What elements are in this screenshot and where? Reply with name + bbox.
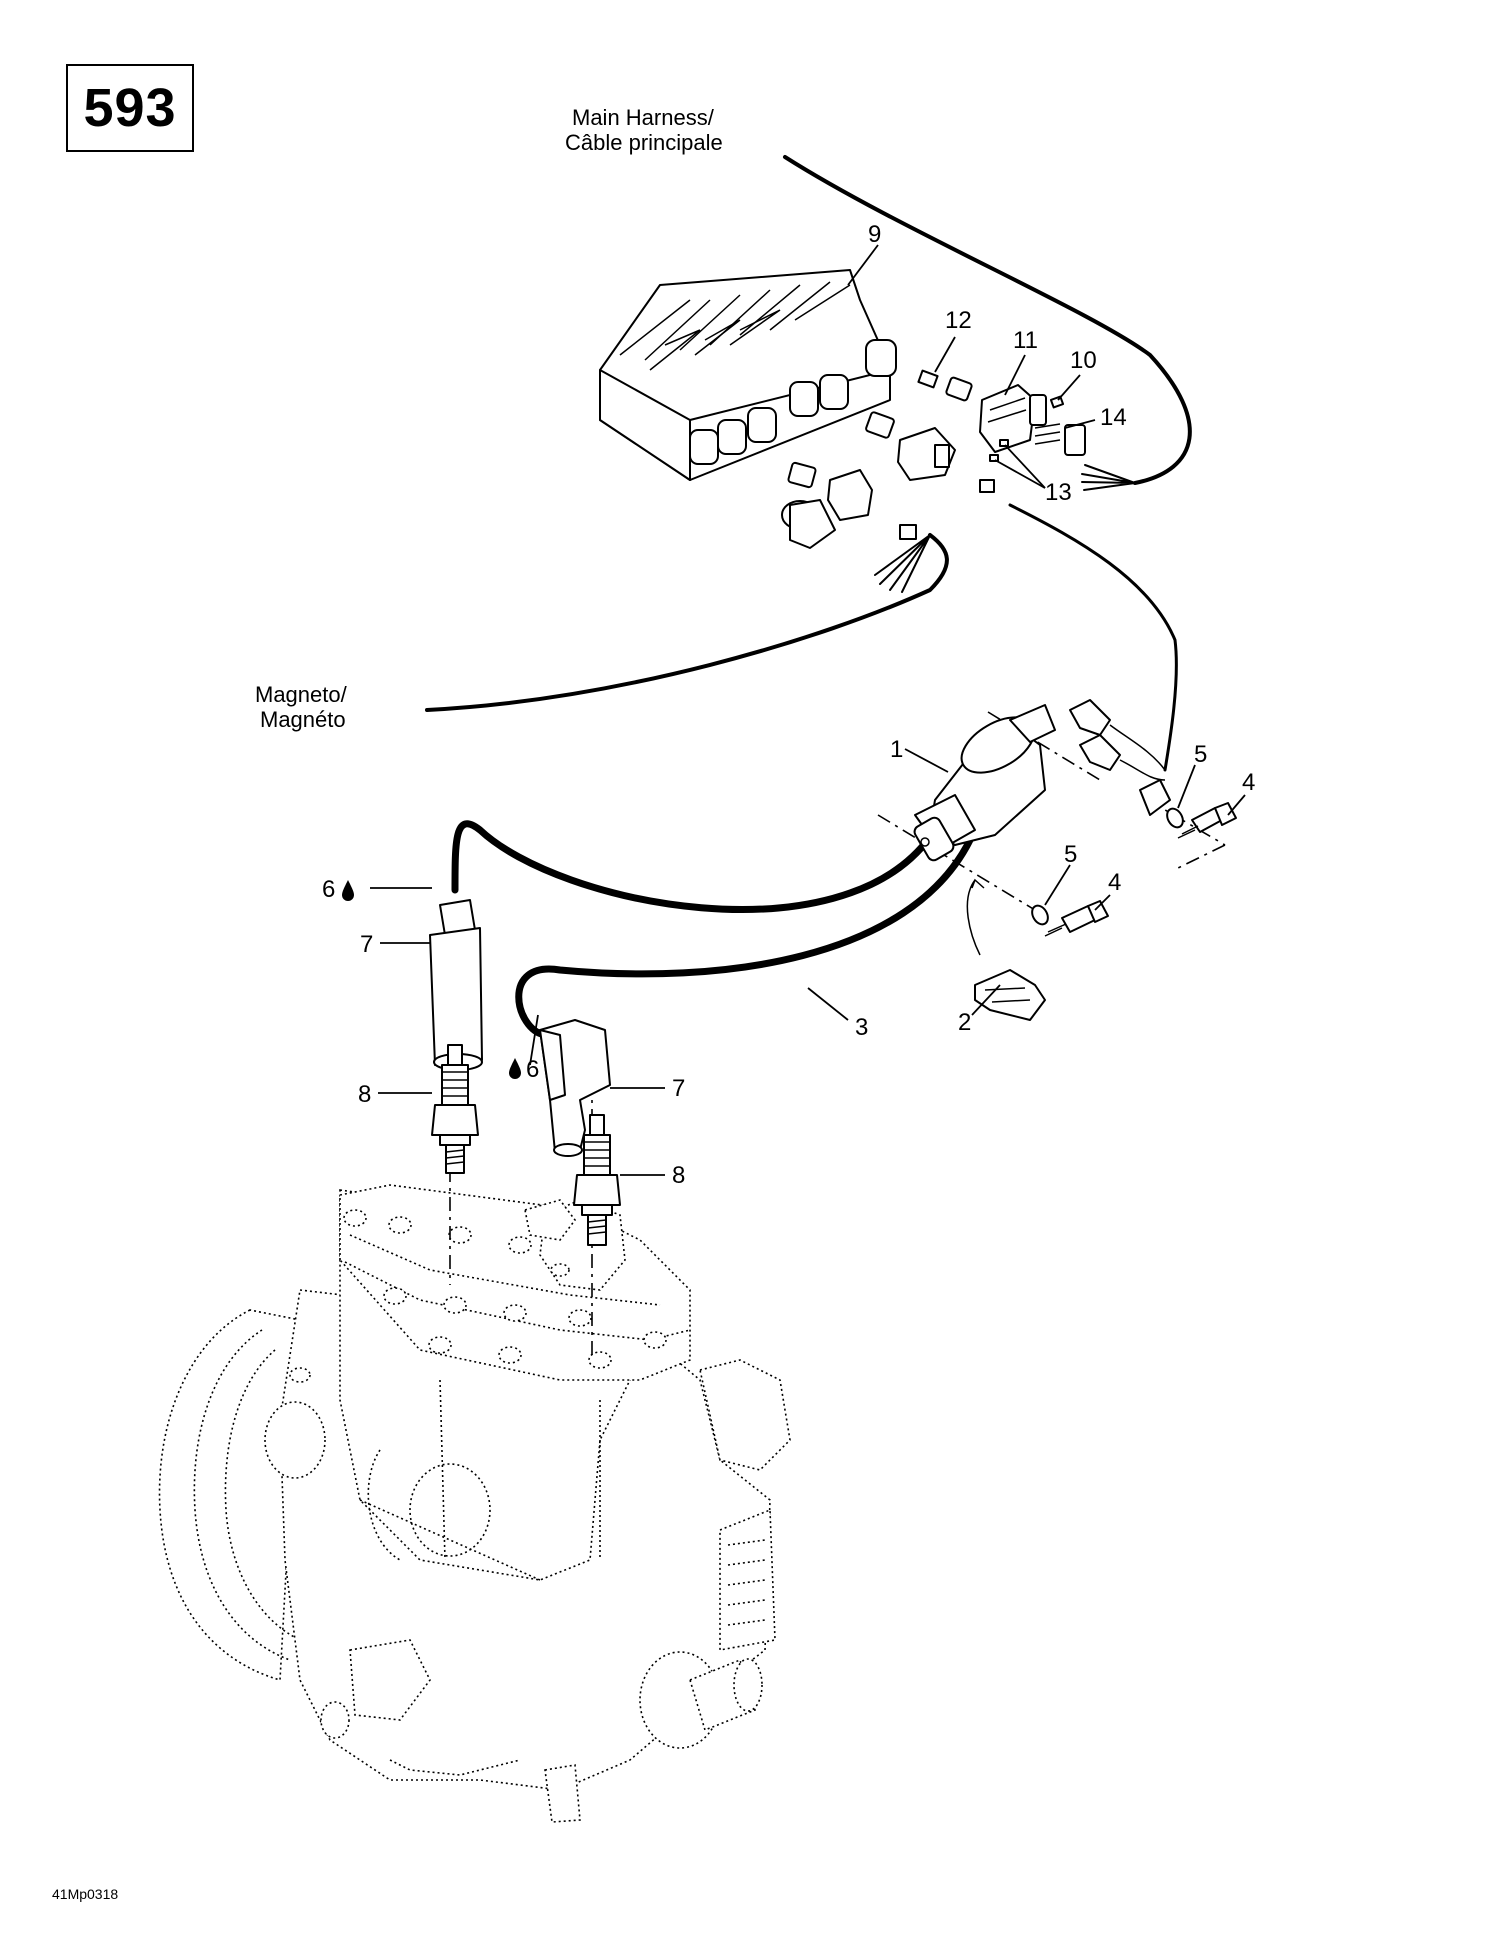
cdi-sockets <box>689 339 897 465</box>
connector-parts <box>781 369 1086 549</box>
wire-labels: Main Harness/ Câble principale Magneto/ … <box>255 105 723 732</box>
washer-lower <box>1031 904 1049 926</box>
ignition-coil <box>913 704 1056 862</box>
callout-2: 2 <box>958 1009 971 1036</box>
cdi-module <box>599 269 897 481</box>
callout-5-upper: 5 <box>1194 741 1207 768</box>
head-bolts <box>289 1209 667 1383</box>
ground-wire <box>1008 503 1178 772</box>
figure-code: 41Mp0318 <box>52 1886 119 1902</box>
callouts: 9 12 11 10 14 13 1 5 4 5 4 6 7 8 6 7 8 3… <box>322 221 1255 1189</box>
magneto-label-en: Magneto/ <box>255 682 348 707</box>
spark-plug-right <box>573 1114 621 1246</box>
callout-1: 1 <box>890 736 903 763</box>
callout-6-lower: 6 <box>526 1056 539 1083</box>
callout-5-lower: 5 <box>1064 841 1077 868</box>
callout-14: 14 <box>1100 404 1127 431</box>
magneto-wire <box>425 533 949 712</box>
callout-3: 3 <box>855 1014 868 1041</box>
wire-clip <box>966 878 1046 1021</box>
callout-4-upper: 4 <box>1242 769 1255 796</box>
callout-7-left: 7 <box>360 931 373 958</box>
magneto-label-fr: Magnéto <box>260 707 346 732</box>
coil-wire-1 <box>451 820 934 913</box>
callout-9: 9 <box>868 221 881 248</box>
callout-8-left: 8 <box>358 1081 371 1108</box>
drop-icon <box>509 1058 521 1079</box>
callout-8-right: 8 <box>672 1162 685 1189</box>
callout-12: 12 <box>945 307 972 334</box>
spark-plugs <box>431 1044 621 1246</box>
callout-7-right: 7 <box>672 1075 685 1102</box>
main-harness-label-en: Main Harness/ <box>572 105 715 130</box>
callout-10: 10 <box>1070 347 1097 374</box>
ground-brackets <box>1069 699 1171 816</box>
washer-upper <box>1166 807 1184 829</box>
page-number-box: 593 <box>66 64 194 152</box>
drop-icon <box>342 880 354 901</box>
leader-lines <box>370 244 1246 1176</box>
main-harness-label-fr: Câble principale <box>565 130 723 155</box>
spark-plug-left <box>431 1044 479 1174</box>
callout-11: 11 <box>1013 327 1038 354</box>
callout-6-upper: 6 <box>322 876 335 903</box>
page-number: 593 <box>83 78 177 138</box>
hardware <box>1031 802 1237 937</box>
callout-13: 13 <box>1045 479 1072 506</box>
callout-4-lower: 4 <box>1108 869 1121 896</box>
main-harness-wire <box>783 155 1192 485</box>
wiring <box>425 155 1192 1039</box>
engine-outline <box>158 1184 791 1823</box>
spark-plug-caps <box>429 899 611 1157</box>
